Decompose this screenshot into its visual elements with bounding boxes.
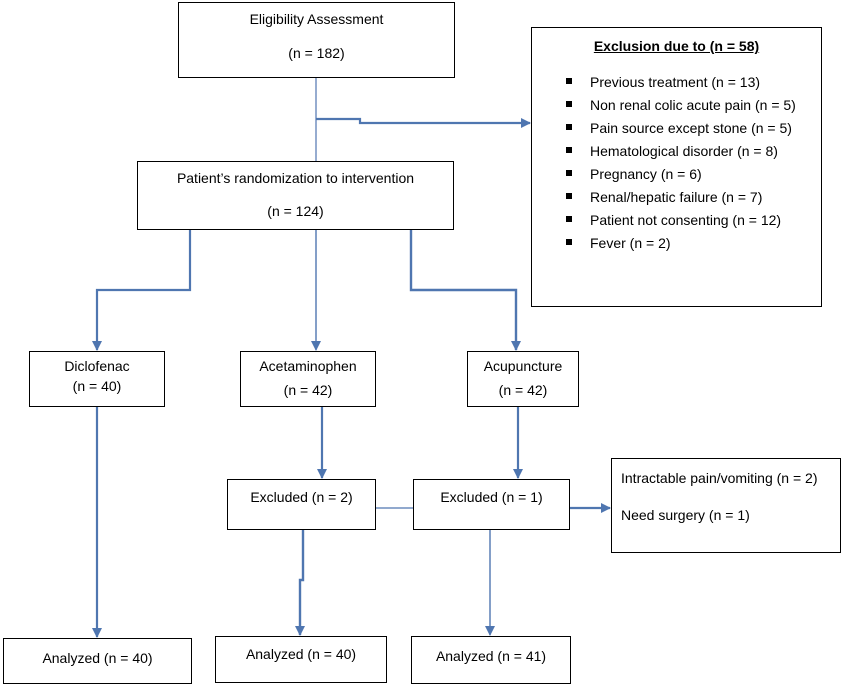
bullet-icon — [566, 216, 572, 223]
bullet-icon — [566, 78, 572, 85]
excluded-acupuncture-box: Excluded (n = 1) — [413, 479, 570, 530]
arm-acetaminophen-count: (n = 42) — [283, 382, 333, 398]
arrow-acetaminophen-analyzed — [295, 530, 305, 636]
bullet-icon — [566, 101, 572, 108]
eligibility-count: (n = 182) — [288, 45, 345, 61]
exclusion-item: Patient not consenting (n = 12) — [566, 212, 781, 228]
reason-surgery: Need surgery (n = 1) — [621, 507, 750, 523]
bullet-icon — [566, 193, 572, 200]
bullet-icon — [566, 124, 572, 131]
exclusion-item: Renal/hepatic failure (n = 7) — [566, 189, 762, 205]
exclusion-item: Previous treatment (n = 13) — [566, 74, 760, 90]
arm-acupuncture-box: Acupuncture (n = 42) — [467, 351, 579, 407]
arm-diclofenac-count: (n = 40) — [72, 378, 122, 394]
randomization-box: Patient’s randomization to intervention … — [137, 161, 454, 230]
analyzed-diclofenac-box: Analyzed (n = 40) — [3, 638, 192, 684]
randomization-count: (n = 124) — [267, 203, 324, 219]
exclusion-box: Exclusion due to (n = 58) Previous treat… — [531, 27, 822, 307]
exclusion-item: Pregnancy (n = 6) — [566, 166, 702, 182]
analyzed-acetaminophen-box: Analyzed (n = 40) — [215, 636, 387, 683]
analyzed-diclofenac-label: Analyzed (n = 40) — [42, 650, 153, 666]
arm-diclofenac-title: Diclofenac — [64, 358, 130, 374]
eligibility-title: Eligibility Assessment — [249, 11, 384, 27]
bullet-icon — [566, 147, 572, 154]
bullet-icon — [566, 239, 572, 246]
analyzed-acetaminophen-label: Analyzed (n = 40) — [245, 646, 357, 662]
analyzed-acupuncture-box: Analyzed (n = 41) — [411, 636, 571, 684]
bullet-icon — [566, 170, 572, 177]
arm-acupuncture-count: (n = 42) — [498, 382, 548, 398]
excluded-acetaminophen-box: Excluded (n = 2) — [227, 479, 376, 530]
arm-acetaminophen-box: Acetaminophen (n = 42) — [240, 351, 376, 407]
excluded-acetaminophen-label: Excluded (n = 2) — [250, 489, 353, 505]
randomization-title: Patient’s randomization to intervention — [176, 170, 415, 186]
arrow-to-diclofenac — [92, 230, 192, 351]
arrow-to-acupuncture — [409, 230, 521, 351]
exclusion-item: Non renal colic acute pain (n = 5) — [566, 97, 796, 113]
arm-acetaminophen-title: Acetaminophen — [259, 358, 357, 374]
reason-pain: Intractable pain/vomiting (n = 2) — [621, 470, 818, 486]
exclusion-item: Fever (n = 2) — [566, 235, 671, 251]
arm-acupuncture-title: Acupuncture — [483, 358, 563, 374]
arrow-to-exclusion — [316, 117, 531, 128]
analyzed-acupuncture-label: Analyzed (n = 41) — [435, 648, 547, 664]
exclusion-item: Pain source except stone (n = 5) — [566, 120, 792, 136]
exclusion-title: Exclusion due to (n = 58) — [593, 38, 760, 54]
exclusion-reasons-box: Intractable pain/vomiting (n = 2) Need s… — [611, 458, 841, 553]
exclusion-item: Hematological disorder (n = 8) — [566, 143, 778, 159]
eligibility-box: Eligibility Assessment (n = 182) — [178, 2, 455, 78]
arm-diclofenac-box: Diclofenac (n = 40) — [29, 351, 165, 407]
excluded-acupuncture-label: Excluded (n = 1) — [440, 489, 543, 505]
